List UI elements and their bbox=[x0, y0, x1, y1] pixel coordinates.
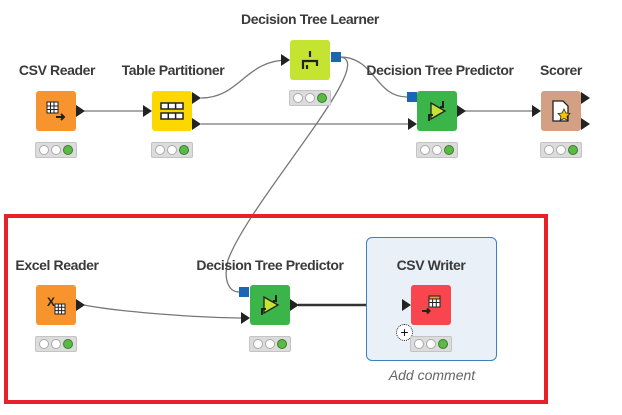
node-status bbox=[289, 90, 331, 106]
table-read-icon bbox=[46, 101, 66, 121]
connection-excel-predictor2 bbox=[83, 304, 249, 319]
node-status bbox=[35, 336, 77, 352]
add-comment[interactable]: Add comment bbox=[388, 367, 476, 383]
node-label[interactable]: Table Partitioner bbox=[121, 62, 225, 78]
predictor-icon bbox=[261, 295, 280, 315]
tree-icon bbox=[301, 51, 319, 69]
model-input-port[interactable] bbox=[407, 92, 417, 102]
highlight-box bbox=[4, 214, 548, 404]
input-port[interactable] bbox=[408, 118, 417, 130]
node-label[interactable]: Decision Tree Predictor bbox=[196, 257, 344, 273]
node-status bbox=[249, 336, 291, 352]
output-port[interactable] bbox=[192, 118, 201, 130]
scorer-icon bbox=[552, 100, 571, 122]
partition-icon bbox=[160, 102, 184, 120]
node-status bbox=[540, 142, 582, 158]
node-status bbox=[151, 142, 193, 158]
node-status bbox=[410, 336, 452, 352]
connection-learner-predictor2 bbox=[225, 56, 349, 293]
table-partitioner-node[interactable] bbox=[152, 91, 192, 131]
predictor-icon bbox=[428, 101, 447, 121]
node-status bbox=[35, 142, 77, 158]
output-port[interactable] bbox=[76, 299, 85, 311]
excel-icon: X bbox=[47, 295, 66, 315]
output-port[interactable] bbox=[581, 118, 590, 130]
dt-learner-node[interactable] bbox=[290, 40, 330, 80]
input-port[interactable] bbox=[143, 105, 152, 117]
csv-writer-node[interactable] bbox=[411, 285, 451, 325]
input-port[interactable] bbox=[532, 105, 541, 117]
node-label[interactable]: Decision Tree Learner bbox=[241, 11, 379, 27]
model-input-port[interactable] bbox=[239, 287, 249, 297]
output-port[interactable] bbox=[290, 299, 299, 311]
input-port[interactable] bbox=[281, 54, 290, 66]
excel-reader-node[interactable]: X bbox=[36, 285, 76, 325]
model-output-port[interactable] bbox=[331, 52, 341, 62]
svg-text:X: X bbox=[47, 295, 55, 309]
add-node-icon[interactable]: + bbox=[396, 324, 413, 341]
output-port[interactable] bbox=[457, 105, 466, 117]
table-write-icon bbox=[422, 295, 441, 315]
dt-predictor-node[interactable] bbox=[250, 285, 290, 325]
output-port[interactable] bbox=[76, 105, 85, 117]
output-port[interactable] bbox=[192, 92, 201, 104]
input-port[interactable] bbox=[402, 299, 411, 311]
scorer-node[interactable] bbox=[541, 91, 581, 131]
node-label[interactable]: Decision Tree Predictor bbox=[366, 62, 514, 78]
node-label[interactable]: Scorer bbox=[540, 62, 582, 78]
node-label[interactable]: CSV Reader bbox=[18, 62, 96, 78]
dt-predictor-node[interactable] bbox=[417, 91, 457, 131]
csv-reader-node[interactable] bbox=[36, 91, 76, 131]
node-label[interactable]: CSV Writer bbox=[396, 257, 466, 273]
input-port[interactable] bbox=[241, 312, 250, 324]
connection-learner-predictor1 bbox=[339, 56, 408, 98]
node-label[interactable]: Excel Reader bbox=[15, 257, 99, 273]
connection-partitioner-learner bbox=[200, 59, 289, 99]
node-status bbox=[416, 142, 458, 158]
output-port[interactable] bbox=[581, 92, 590, 104]
